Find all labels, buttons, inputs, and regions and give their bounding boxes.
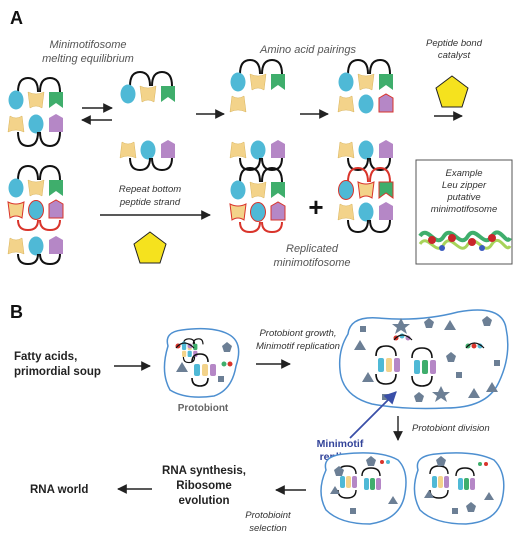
grown-protobiont-contents [354, 316, 500, 402]
replicon-pointer-arrow [349, 391, 397, 439]
growth-line2: Minimotif replication [256, 341, 340, 352]
plus-sign: + [308, 192, 323, 222]
daughter-left-contents [330, 456, 398, 514]
replicated-complex-2 [338, 166, 394, 234]
example-line2: Leu zipper [442, 180, 487, 191]
amino-title: Amino acid pairings [259, 44, 356, 56]
replicon-line1: Minimotif [317, 438, 364, 450]
replicated-line1: Replicated [286, 243, 339, 255]
repeat-input-complex [7, 164, 64, 266]
pairing-stage-1 [229, 58, 285, 113]
selection-line2: selection [249, 523, 287, 534]
example-line1: Example [446, 168, 483, 179]
replicated-line2: minimotifosome [273, 257, 350, 269]
melting-title-line2: melting equilibrium [42, 53, 134, 65]
growth-line1: Protobiont growth, [259, 328, 336, 339]
protobiont-contents [175, 338, 233, 387]
pairing-stage-1-bottom [230, 140, 285, 172]
panel-a-label: A [10, 8, 23, 28]
protobiont-label: Protobiont [178, 403, 229, 414]
catalyst-pentagon-top [435, 75, 469, 108]
minimotifosome-complex [8, 76, 63, 148]
pairing-stage-2 [337, 58, 394, 114]
repeat-line1: Repeat bottom [119, 184, 181, 195]
rna-world-label: RNA world [30, 484, 88, 496]
selection-line1: Protobioint [245, 510, 291, 521]
separated-top-strand [121, 70, 176, 104]
example-line3: putative [446, 192, 480, 203]
leu-zipper-helix-image [418, 230, 512, 251]
rna-synthesis-line1: RNA synthesis, [162, 465, 246, 477]
fatty-line2: primordial soup [14, 366, 101, 378]
pairing-stage-2-bottom [338, 140, 393, 172]
melting-title-line1: Minimotifosome [49, 39, 126, 51]
division-label: Protobiont division [412, 423, 490, 434]
rna-synthesis-line3: evolution [178, 495, 229, 507]
catalyst-title-line2: catalyst [438, 50, 471, 61]
catalyst-pentagon-bottom [133, 231, 167, 264]
grown-protobiont-membrane [338, 309, 509, 410]
example-line4: minimotifosome [431, 204, 498, 215]
rna-synthesis-line2: Ribosome [176, 480, 232, 492]
catalyst-title-line1: Peptide bond [426, 38, 483, 49]
repeat-line2: peptide strand [119, 197, 181, 208]
separated-bottom-strand [120, 140, 175, 172]
daughter-right-contents [424, 456, 494, 514]
protobiont-membrane [163, 327, 240, 398]
panel-b-label: B [10, 302, 23, 322]
replicated-complex-1 [229, 166, 286, 234]
fatty-line1: Fatty acids, [14, 351, 77, 363]
